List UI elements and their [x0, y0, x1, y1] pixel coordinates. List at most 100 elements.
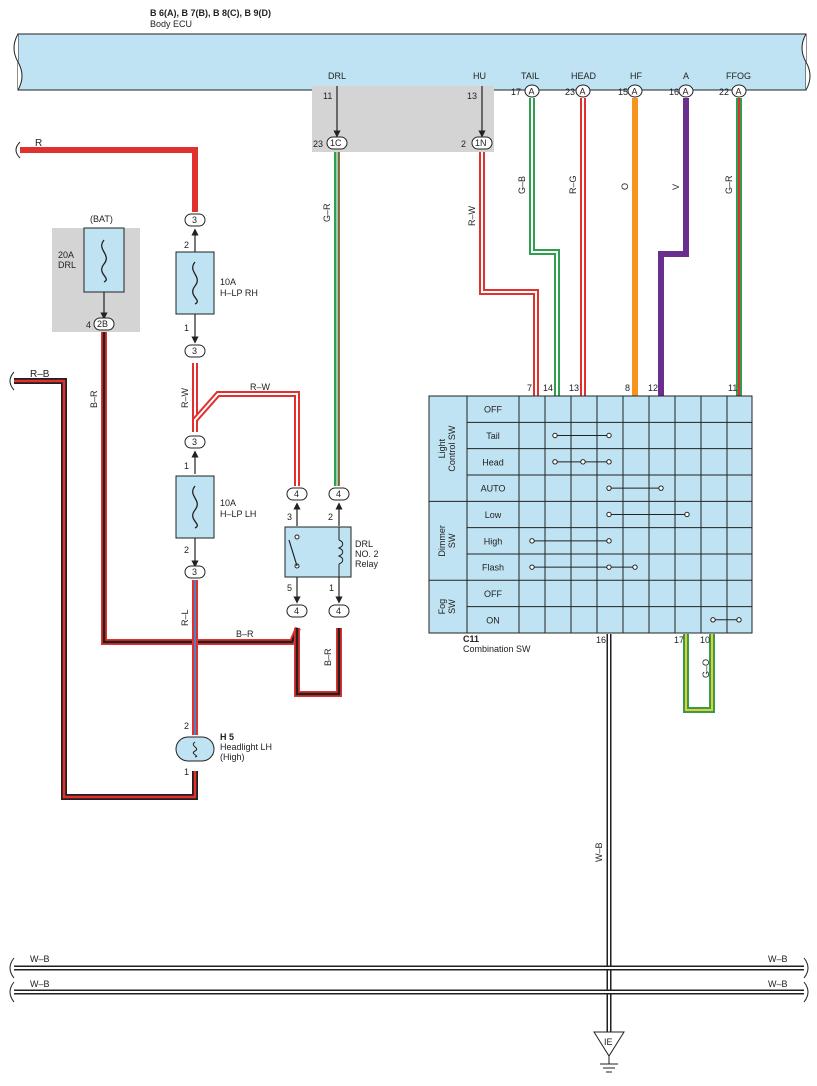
pin-hu-num: 13 [467, 91, 477, 101]
switch-contact-dot [580, 459, 586, 465]
combo-row-label: High [484, 536, 503, 546]
svg-text:1N: 1N [475, 138, 487, 148]
wire-v [658, 98, 689, 396]
switch-contact-dot [606, 564, 612, 570]
connector-badge: A [678, 84, 694, 98]
combo-pin-top-5: 12 [648, 383, 658, 393]
connector-badge: A [524, 84, 540, 98]
headlight-pin-bot: 1 [184, 767, 189, 777]
switch-contact-dot [710, 617, 716, 623]
combo-pin-bot-3: 10 [700, 635, 710, 645]
combo-row-label: Head [482, 457, 504, 467]
wire-r [20, 147, 198, 212]
combo-row-label: OFF [484, 405, 502, 415]
connector-3-lh-top: 3 [184, 435, 206, 449]
wire-go-label: G–O [701, 659, 711, 678]
relay-name-3: Relay [355, 559, 379, 569]
combo-group-label: Fog [437, 599, 447, 615]
combo-group-label: Dimmer [437, 525, 447, 557]
combo-pin-bot-2: 17 [674, 635, 684, 645]
switch-contact-dot [606, 459, 612, 465]
wire-rw [192, 363, 300, 486]
combo-group-label: SW [447, 533, 457, 548]
wire-rl-label: R–L [180, 609, 190, 626]
svg-text:A: A [683, 87, 689, 97]
fuse-drl-name: DRL [58, 260, 76, 270]
svg-text:4: 4 [294, 606, 299, 616]
wire-br-low-label: B–R [323, 648, 333, 666]
wire-rw-mid-label: R–W [180, 387, 190, 408]
fuse-drl-bat: (BAT) [90, 214, 113, 224]
connector-badge: A [731, 84, 747, 98]
svg-text:A: A [632, 87, 638, 97]
ground-label: IE [604, 1037, 613, 1047]
wire-rw-hu [479, 152, 539, 396]
fuse-rh-pin-top: 2 [184, 240, 189, 250]
pin-a-label: A [683, 71, 689, 81]
combo-row-label: Flash [482, 563, 504, 573]
switch-contact-dot [552, 459, 558, 465]
relay-pin-1: 1 [329, 583, 334, 593]
ground-ie [593, 1031, 625, 1073]
wire-wb-bus2-left-label: W–B [30, 979, 50, 989]
wire-r-label: R [35, 138, 42, 149]
wire-rb [14, 378, 198, 800]
pin-tail-num: 17 [511, 87, 521, 97]
combo-pin-bot-1: 16 [596, 635, 606, 645]
combo-row-label: AUTO [481, 484, 506, 494]
combo-pin-top-1: 7 [527, 383, 532, 393]
pin-ffog-num: 22 [719, 87, 729, 97]
relay-name-1: DRL [355, 539, 373, 549]
wire-wb-bus2-right-label: W–B [768, 979, 788, 989]
wire-rg-label: R–G [568, 175, 578, 194]
switch-contact-dot [606, 511, 612, 518]
headlight-sub: (High) [220, 752, 245, 762]
wire-v-label: V [671, 184, 681, 190]
combo-pin-top-3: 13 [569, 383, 579, 393]
relay-connector-tr: 4 [328, 487, 350, 501]
switch-contact-dot [606, 538, 612, 544]
combo-id: C11 [463, 634, 479, 644]
relay-pin-3: 3 [287, 512, 292, 522]
pin-hf-num: 15 [618, 87, 628, 97]
wire-br-left-label: B–R [89, 390, 99, 408]
wire-br-mid-label: B–R [236, 629, 254, 639]
switch-contact-dot [529, 538, 535, 544]
wire-gb [529, 98, 560, 396]
combo-group-label: SW [447, 599, 457, 614]
switch-contact-dot [736, 617, 742, 623]
headlight-name: Headlight LH [220, 742, 272, 752]
svg-text:3: 3 [192, 437, 197, 447]
wire-rw-top-label: R–W [250, 382, 271, 392]
switch-contact-dot [606, 485, 612, 491]
switch-contact-dot [632, 564, 638, 570]
pin-drl-num: 11 [323, 91, 332, 101]
pin-1c-num: 23 [313, 139, 323, 149]
combo-group-label: Control SW [447, 425, 457, 472]
switch-contact-dot [684, 511, 690, 518]
pin-head-label: HEAD [571, 71, 597, 81]
fuse-rh-amp: 10A [220, 277, 236, 287]
svg-text:A: A [580, 87, 586, 97]
wire-gr-drl [334, 152, 340, 486]
wire-go [683, 634, 715, 713]
headlight-id: H 5 [220, 732, 234, 742]
relay-connector-tl: 4 [286, 487, 308, 501]
relay-connector-bl: 4 [286, 604, 308, 618]
fuse-lh-amp: 10A [220, 498, 236, 508]
wire-wb-bus1-left-label: W–B [30, 954, 50, 964]
wire-rw-hu-label: R–W [467, 205, 477, 226]
svg-text:3: 3 [192, 567, 197, 577]
wire-gr-drl-label: G–R [322, 203, 332, 222]
body-ecu [13, 33, 811, 91]
fuse-rh-name: H–LP RH [220, 288, 258, 298]
connector-2b: 2B [93, 317, 115, 331]
pin-1n-num: 2 [461, 139, 466, 149]
fuse-rh-pin-bot: 1 [184, 323, 189, 333]
svg-text:4: 4 [336, 606, 341, 616]
connector-3-rh-top: 3 [184, 213, 206, 227]
switch-contact-dot [658, 485, 664, 491]
connector-badge: A [575, 84, 591, 98]
combo-group-label: Light [437, 438, 447, 458]
